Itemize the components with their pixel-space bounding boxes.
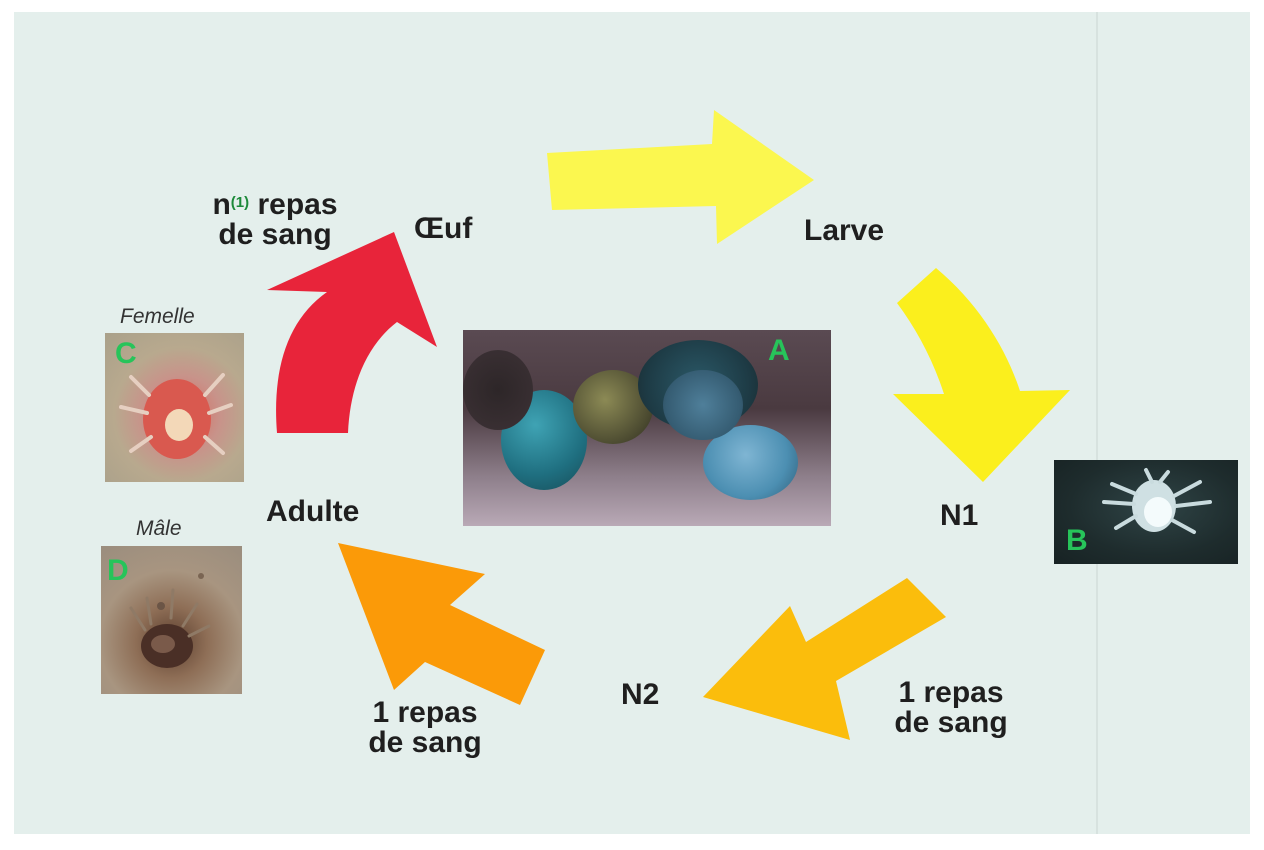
photo-larva: B bbox=[1054, 460, 1238, 564]
female-caption: Femelle bbox=[120, 305, 195, 329]
stage-adult-label: Adulte bbox=[266, 497, 359, 527]
meal-n1-to-n2-line2: de sang bbox=[866, 708, 1036, 738]
meal-adult-to-egg-line1: n(1) repas bbox=[180, 190, 370, 220]
stage-n2-label: N2 bbox=[621, 680, 659, 710]
photo-c-letter: C bbox=[115, 339, 137, 369]
photo-d-letter: D bbox=[107, 556, 129, 586]
meal-adult-to-egg-label: n(1) repas de sang bbox=[180, 190, 370, 250]
arrow-larva-to-n1 bbox=[893, 268, 1070, 482]
photo-eggs: A bbox=[463, 330, 831, 526]
arrow-egg-to-larva bbox=[547, 110, 814, 244]
stage-larva-label: Larve bbox=[804, 216, 884, 246]
photo-a-letter: A bbox=[768, 336, 790, 366]
arrow-adult-to-egg bbox=[267, 232, 437, 433]
meal-adult-to-egg-line2: de sang bbox=[180, 220, 370, 250]
meal-n2-to-adult-line2: de sang bbox=[340, 728, 510, 758]
photo-b-letter: B bbox=[1066, 526, 1088, 556]
meal-n2-to-adult-line1: 1 repas bbox=[340, 698, 510, 728]
photo-female: C bbox=[105, 333, 244, 482]
stage-n1-label: N1 bbox=[940, 501, 978, 531]
arrow-n2-to-adult bbox=[338, 543, 545, 705]
meal-n1-to-n2-label: 1 repas de sang bbox=[866, 678, 1036, 738]
meal-n1-to-n2-line1: 1 repas bbox=[866, 678, 1036, 708]
male-caption: Mâle bbox=[136, 517, 182, 541]
photo-male: D bbox=[101, 546, 242, 694]
stage-egg-label: Œuf bbox=[414, 214, 472, 244]
meal-n2-to-adult-label: 1 repas de sang bbox=[340, 698, 510, 758]
footnote-superscript: (1) bbox=[231, 194, 249, 211]
